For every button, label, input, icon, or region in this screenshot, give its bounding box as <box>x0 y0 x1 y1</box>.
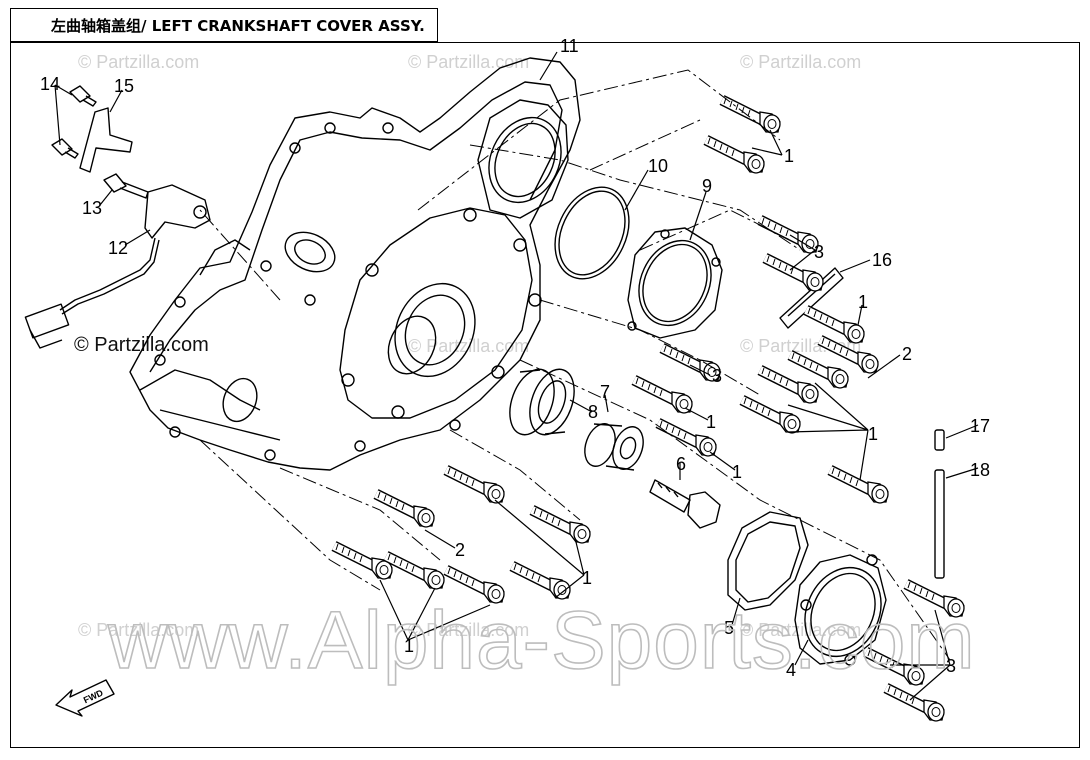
callout-1-top: 1 <box>784 146 794 166</box>
callout-1-mid: 1 <box>858 292 868 312</box>
callout-1-lower: 1 <box>582 568 592 588</box>
callout-18: 18 <box>970 460 990 480</box>
callout-labels: 11 10 9 1 3 16 1 2 3 1 1 1 7 8 6 2 1 1 5… <box>40 36 990 680</box>
part-15-bracket <box>79 107 133 173</box>
callout-15: 15 <box>114 76 134 96</box>
crankcase-cover <box>129 57 581 471</box>
callout-7: 7 <box>600 382 610 402</box>
callout-1-right: 1 <box>868 424 878 444</box>
watermark-partzilla-8: © Partzilla.com <box>740 620 862 640</box>
callout-12: 12 <box>108 238 128 258</box>
watermark-partzilla-inline: © Partzilla.com <box>74 334 209 356</box>
callout-13: 13 <box>82 198 102 218</box>
callout-11: 11 <box>560 36 579 56</box>
callout-2-right: 2 <box>902 344 912 364</box>
callout-1-center: 1 <box>706 412 716 432</box>
part-7-spacer <box>584 423 644 471</box>
callout-3-mid: 3 <box>712 366 722 386</box>
part-14-screw-a <box>69 85 97 107</box>
callout-16: 16 <box>872 250 892 270</box>
callout-10: 10 <box>648 156 668 176</box>
callout-3-top: 3 <box>814 242 824 262</box>
part-12-sensor <box>24 184 211 349</box>
callout-3-bottom: 3 <box>946 656 956 676</box>
callout-8: 8 <box>588 402 598 422</box>
part-14-screw-b <box>51 138 79 159</box>
part-9-cover-plate <box>627 227 723 339</box>
callout-6: 6 <box>676 454 686 474</box>
callout-5: 5 <box>724 618 734 638</box>
part-5-gasket <box>727 511 809 611</box>
watermark-partzilla-4: © Partzilla.com <box>408 336 530 356</box>
part-18-rod <box>934 469 945 579</box>
alignment-lines <box>199 69 951 661</box>
callout-2-left: 2 <box>455 540 465 560</box>
watermark-partzilla-7: © Partzilla.com <box>408 620 530 640</box>
part-4-clutch-cover <box>794 554 887 666</box>
callout-9: 9 <box>702 176 712 196</box>
watermark-partzilla-1: © Partzilla.com <box>78 52 200 72</box>
part-13-bolt <box>103 173 149 199</box>
watermark-alpha-sports: www.Alpha-Sports.com <box>107 595 976 686</box>
callout-1-bottom: 1 <box>404 636 414 656</box>
leader-lines <box>54 51 979 701</box>
part-6-large-bolt <box>649 479 721 529</box>
callout-1-center-low: 1 <box>732 462 742 482</box>
callout-14: 14 <box>40 74 60 94</box>
part-8-bearing <box>509 368 575 436</box>
diagram-frame <box>10 42 1080 748</box>
callout-17: 17 <box>970 416 990 436</box>
part-17-dowel-pin <box>934 429 945 451</box>
watermark-partzilla-3: © Partzilla.com <box>740 52 862 72</box>
part-10-o-ring <box>554 186 630 280</box>
callout-4: 4 <box>786 660 796 680</box>
diagram-title: 左曲轴箱盖组/ LEFT CRANKSHAFT COVER ASSY. <box>10 8 438 42</box>
fwd-arrow-icon <box>55 679 115 717</box>
watermark-partzilla-2: © Partzilla.com <box>408 52 530 72</box>
watermark-partzilla-6: © Partzilla.com <box>78 620 200 640</box>
